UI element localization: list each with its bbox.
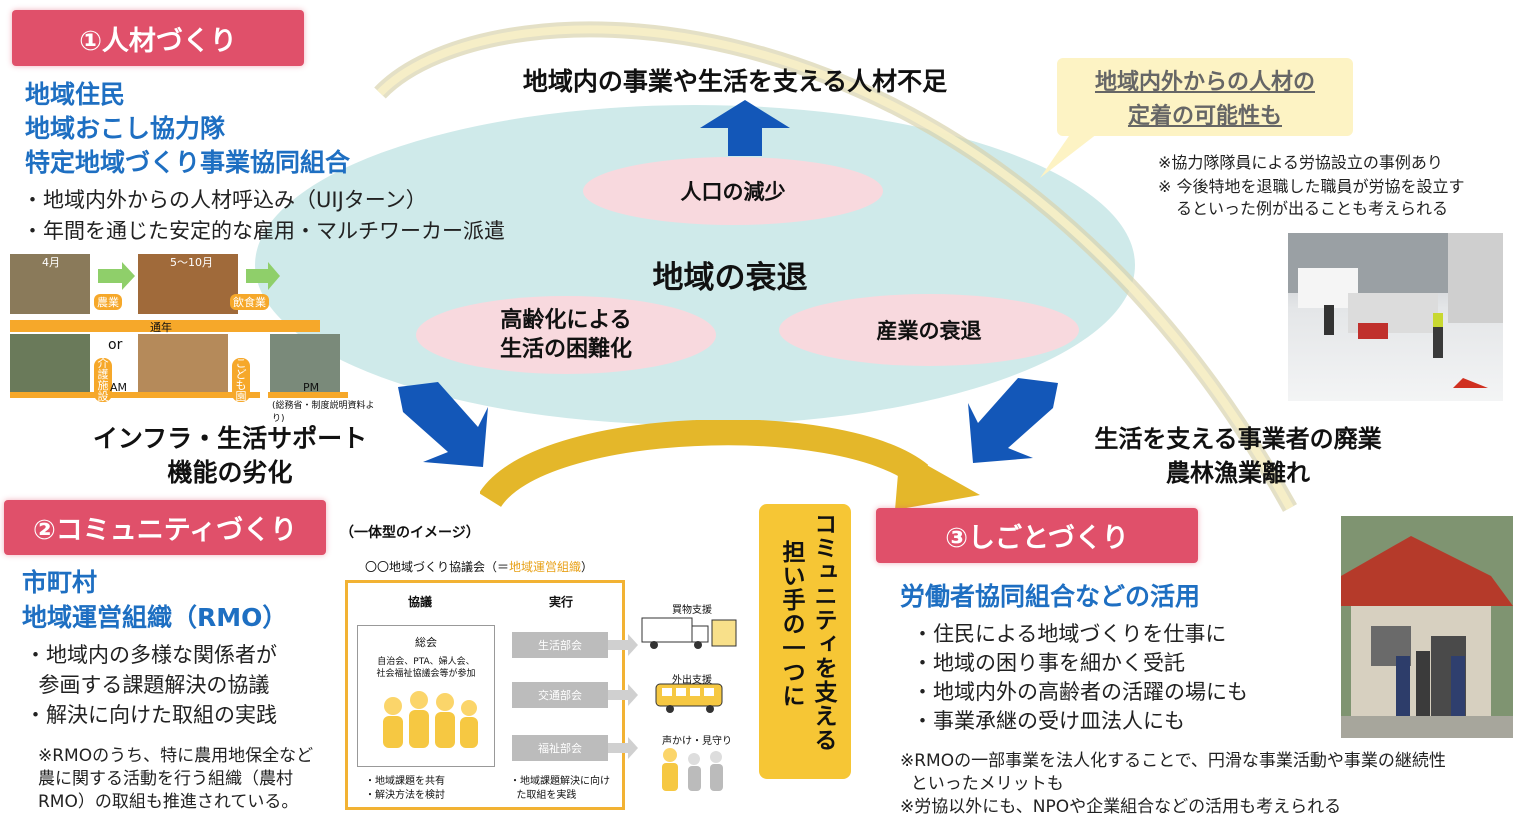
flow-label-may-oct: 5～10月 bbox=[170, 256, 213, 269]
section3-bullet-4: ・事業承継の受け皿法人にも bbox=[912, 709, 1185, 733]
section3-note-3: ※労協以外にも、NPOや企業組合などの活用も考えられる bbox=[900, 797, 1342, 817]
aging-ellipse: 高齢化による 生活の困難化 bbox=[416, 296, 716, 374]
left-effect-text: インフラ・生活サポート 機能の劣化 bbox=[92, 424, 368, 487]
section3-title: 労働者協同組合などの活用 bbox=[900, 582, 1201, 611]
section2-bullet-1: ・地域内の多様な関係者が bbox=[25, 643, 277, 667]
org-col-kyougi: 協議 bbox=[408, 595, 433, 609]
house-photo bbox=[1341, 516, 1513, 738]
callout-note3: るといった例が出ることも考えられる bbox=[1176, 199, 1449, 218]
callout-note2: ※ 今後特地を退職した職員が労協を設立す bbox=[1158, 177, 1465, 196]
flow-label-or: or bbox=[108, 337, 123, 353]
org-caption: （一体型のイメージ） bbox=[340, 525, 480, 541]
section1-flow: 4月 5～10月 農業 飲食業 通年 or 介護施設 こども園 AM PM (総… bbox=[10, 254, 380, 424]
right-effect-text: 生活を支える事業者の廃業 農林漁業離れ bbox=[1094, 425, 1382, 487]
section2-tab: ②コミュニティづくり bbox=[4, 500, 326, 555]
down-right-arrow bbox=[968, 378, 1058, 463]
section2-bullet-2: 参画する課題解決の協議 bbox=[25, 673, 270, 697]
org-right-bullet-2: た取組を実践 bbox=[510, 790, 577, 801]
curve-arrow-gold bbox=[480, 420, 980, 510]
flow-source: (総務省・制度説明資料より) bbox=[272, 401, 375, 424]
flow-label-april: 4月 bbox=[42, 256, 60, 269]
center-title: 地域の衰退 bbox=[652, 260, 808, 296]
flow-tag-agri: 農業 bbox=[94, 294, 122, 310]
elderly-care-icon bbox=[662, 748, 723, 791]
flow-tag-kids: こども園 bbox=[232, 358, 250, 402]
section1-title-1: 地域住民 bbox=[25, 80, 126, 109]
section2-title-1: 市町村 bbox=[22, 568, 98, 597]
vertical-banner bbox=[759, 504, 851, 779]
flow-label-pm: PM bbox=[303, 381, 320, 394]
industry-decline-label: 産業の衰退 bbox=[876, 319, 982, 343]
section3-note-2: といったメリットも bbox=[900, 774, 1064, 794]
org-left-bullet-1: ・地域課題を共有 bbox=[365, 776, 445, 787]
org-people-illustration bbox=[383, 691, 478, 748]
section1-bullet-1: ・地域内外からの人材呼込み（UIJターン） bbox=[22, 188, 427, 212]
top-heading: 地域内の事業や生活を支える人材不足 bbox=[522, 67, 948, 96]
callout-box: 地域内外からの人材の 定着の可能性も bbox=[1057, 58, 1353, 136]
flow-tag-care: 介護施設 bbox=[94, 358, 112, 402]
section1-title-2: 地域おこし協力隊 bbox=[25, 114, 226, 143]
pop-decline-ellipse: 人口の減少 bbox=[583, 157, 883, 225]
snow-photo bbox=[1288, 233, 1503, 401]
section3-note-1: ※RMOの一部事業を法人化することで、円滑な事業活動や事業の継続性 bbox=[900, 751, 1446, 771]
up-arrow bbox=[700, 100, 790, 156]
org-title-prefix: 〇〇地域づくり協議会（＝ bbox=[365, 560, 510, 574]
aging-label: 高齢化による 生活の困難化 bbox=[499, 308, 632, 362]
section1-title-3: 特定地域づくり事業協同組合 bbox=[25, 148, 351, 177]
industry-decline-ellipse: 産業の衰退 bbox=[779, 294, 1079, 366]
service-outing-label: 外出支援 bbox=[672, 675, 712, 686]
org-division-3: 福祉部会 bbox=[512, 735, 608, 761]
down-left-arrow bbox=[398, 382, 488, 467]
org-meeting-box: 総会 自治会、PTA、婦人会、 社会福祉協議会等が参加 bbox=[357, 625, 495, 767]
bus-icon bbox=[655, 683, 723, 713]
org-col-jissen: 実行 bbox=[549, 595, 574, 609]
org-right-bullet-1: ・地域課題解決に向け bbox=[510, 776, 610, 787]
section3-bullet-2: ・地域の困り事を細かく受託 bbox=[912, 651, 1185, 675]
vertical-banner-col1: コミュニティを支える bbox=[810, 512, 836, 752]
org-title-suffix: ） bbox=[581, 560, 594, 574]
callout-line1: 地域内外からの人材の bbox=[1094, 70, 1315, 95]
org-title-highlight: 地域運営組織 bbox=[509, 560, 582, 574]
section2-bullet-3: ・解決に向けた取組の実践 bbox=[25, 703, 277, 727]
org-left-bullet-2: ・解決方法を検討 bbox=[365, 790, 445, 801]
service-watch-label: 声かけ・見守り bbox=[662, 736, 732, 747]
flow-label-tsunen: 通年 bbox=[150, 321, 172, 334]
org-title: 〇〇地域づくり協議会（＝地域運営組織） bbox=[365, 558, 593, 575]
shopping-truck-icon bbox=[641, 617, 737, 649]
flow-label-am: AM bbox=[110, 381, 128, 394]
curve-arrow-tan bbox=[374, 21, 1297, 512]
org-division-1: 生活部会 bbox=[512, 632, 608, 658]
callout-note1: ※協力隊隊員による労協設立の事例あり bbox=[1158, 153, 1443, 172]
org-participants: 自治会、PTA、婦人会、 社会福祉協議会等が参加 bbox=[376, 657, 476, 679]
org-division-2: 交通部会 bbox=[512, 682, 608, 708]
org-connector-arrows bbox=[608, 634, 638, 759]
callout-line2: 定着の可能性も bbox=[1127, 104, 1282, 129]
section3-bullet-1: ・住民による地域づくりを仕事に bbox=[912, 622, 1227, 646]
section3-tab: ③しごとづくり bbox=[876, 508, 1198, 563]
section1-bullet-2: ・年間を通じた安定的な雇用・マルチワーカー派遣 bbox=[22, 219, 505, 243]
section3-bullet-3: ・地域内外の高齢者の活躍の場にも bbox=[912, 680, 1248, 704]
flow-tag-food: 飲食業 bbox=[230, 294, 269, 310]
section2-title-2: 地域運営組織（RMO） bbox=[22, 603, 288, 632]
org-general-meeting: 総会 bbox=[415, 636, 437, 649]
pop-decline-label: 人口の減少 bbox=[680, 180, 786, 204]
service-shopping-label: 買物支援 bbox=[672, 605, 712, 616]
section2-note: ※RMOのうち、特に農用地保全など 農に関する活動を行う組織（農村 RMO）の取… bbox=[38, 746, 314, 812]
section1-tab: ①人材づくり bbox=[12, 10, 304, 66]
vertical-banner-col2: 担い手の一つに bbox=[778, 540, 804, 708]
